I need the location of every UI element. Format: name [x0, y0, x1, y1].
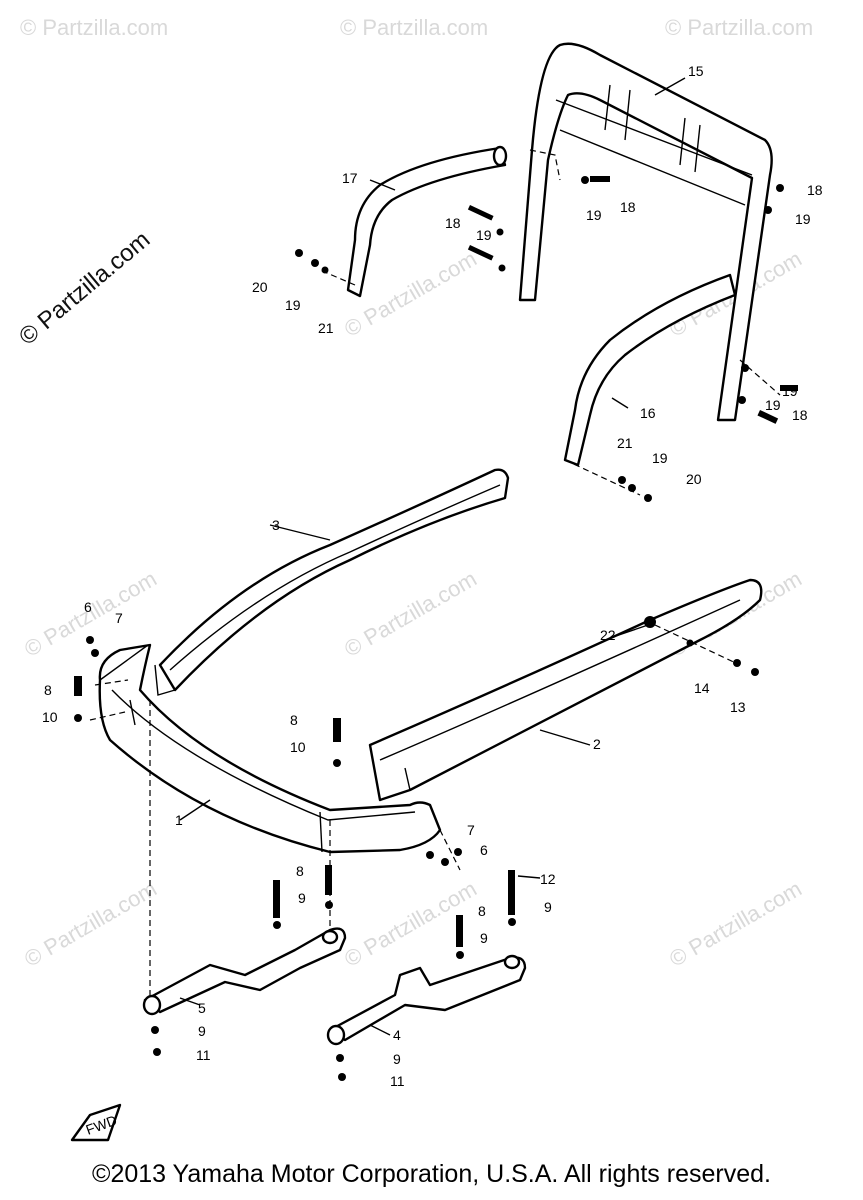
diagram-drawing: 15 17 18 19 19 18 18 19 20 19 21 19 19 1…	[42, 42, 823, 1142]
callout-5: 5	[198, 1000, 206, 1016]
callout-17: 17	[342, 170, 358, 186]
callout-10: 10	[42, 709, 58, 725]
callout-9: 9	[544, 899, 552, 915]
callout-11: 11	[390, 1073, 405, 1089]
callout-18: 18	[792, 407, 808, 423]
watermark: © Partzilla.com	[340, 15, 489, 40]
left-side-rail	[346, 145, 508, 298]
callout-1: 1	[175, 812, 183, 828]
callout-19: 19	[476, 227, 492, 243]
watermark: © Partzilla.com	[20, 15, 169, 40]
callout-8: 8	[296, 863, 304, 879]
fwd-arrow	[70, 1103, 122, 1142]
callout-18: 18	[807, 182, 823, 198]
callout-11: 11	[196, 1047, 211, 1063]
bumper-side-rail	[368, 578, 763, 802]
callout-21: 21	[617, 435, 633, 451]
callout-13: 13	[730, 699, 746, 715]
copyright-notice: ©2013 Yamaha Motor Corporation, U.S.A. A…	[92, 1160, 771, 1188]
callout-6: 6	[480, 842, 488, 858]
callout-9: 9	[198, 1023, 206, 1039]
callout-21: 21	[318, 320, 334, 336]
callout-12: 12	[540, 871, 556, 887]
callout-10: 10	[290, 739, 306, 755]
callout-22: 22	[600, 627, 616, 643]
callout-15: 15	[688, 63, 704, 79]
callout-2: 2	[593, 736, 601, 752]
callout-7: 7	[115, 610, 123, 626]
callout-8: 8	[478, 903, 486, 919]
callout-7: 7	[467, 822, 475, 838]
callout-19: 19	[795, 211, 811, 227]
callout-19: 19	[782, 383, 798, 399]
grab-rail-frame	[518, 42, 773, 422]
bumper-trim	[154, 468, 510, 696]
callout-19: 19	[652, 450, 668, 466]
callout-19: 19	[765, 397, 781, 413]
callout-9: 9	[480, 930, 488, 946]
callout-19: 19	[285, 297, 301, 313]
assembly-lines	[89, 149, 781, 1000]
right-mount-bracket	[326, 954, 527, 1046]
left-mount-bracket	[142, 927, 347, 1016]
callout-6: 6	[84, 599, 92, 615]
callout-3: 3	[272, 517, 280, 533]
callout-9: 9	[393, 1051, 401, 1067]
callout-19: 19	[586, 207, 602, 223]
watermark: © Partzilla.com	[665, 15, 814, 40]
hardware	[74, 176, 798, 1081]
front-bumper	[98, 643, 442, 854]
callout-18: 18	[620, 199, 636, 215]
callout-18: 18	[445, 215, 461, 231]
callout-16: 16	[640, 405, 656, 421]
callout-9: 9	[298, 890, 306, 906]
callout-14: 14	[694, 680, 710, 696]
callout-20: 20	[686, 471, 702, 487]
callout-8: 8	[44, 682, 52, 698]
callouts: 15 17 18 19 19 18 18 19 20 19 21 19 19 1…	[42, 63, 823, 1138]
callout-8: 8	[290, 712, 298, 728]
leader-lines	[179, 77, 686, 1036]
callout-20: 20	[252, 279, 268, 295]
right-side-rail	[563, 273, 737, 467]
callout-4: 4	[393, 1027, 401, 1043]
